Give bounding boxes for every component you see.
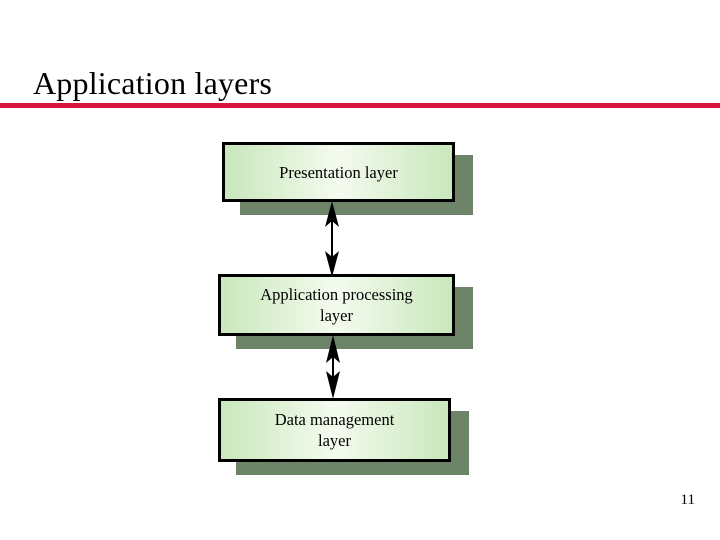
layer-node-presentation[interactable]: Presentation layer (222, 142, 473, 215)
layer-label: Application processing layer (260, 285, 413, 325)
page-number: 11 (680, 492, 695, 508)
layer-label: Presentation layer (279, 162, 398, 182)
layer-box[interactable]: Application processing layer (218, 274, 455, 336)
layer-node-data-management[interactable]: Data management layer (218, 398, 469, 475)
layer-node-application-processing[interactable]: Application processing layer (218, 274, 473, 349)
connector-application-to-data (320, 335, 346, 399)
title-divider-rule (0, 103, 720, 108)
layer-box[interactable]: Presentation layer (222, 142, 455, 202)
arrowhead-up-icon (326, 335, 340, 363)
connector-presentation-to-application (319, 201, 345, 277)
arrowhead-down-icon (325, 251, 339, 277)
layer-box[interactable]: Data management layer (218, 398, 451, 462)
page-title: Application layers (33, 65, 273, 102)
arrowhead-up-icon (325, 201, 339, 227)
layer-label: Data management layer (274, 410, 395, 450)
arrowhead-down-icon (326, 371, 340, 399)
